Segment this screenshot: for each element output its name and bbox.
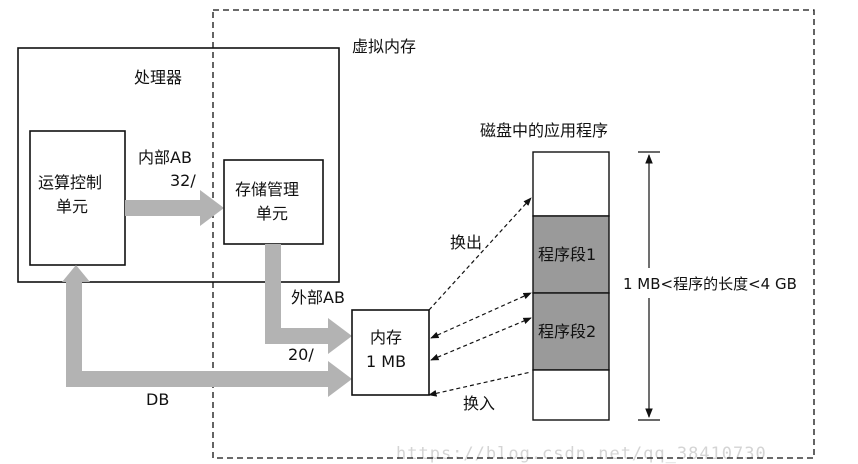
internal-ab-label: 内部AB bbox=[138, 148, 192, 167]
internal-ab-bus-arrow bbox=[125, 190, 224, 226]
memory-label-line1: 内存 bbox=[370, 328, 402, 347]
swap-out-label: 换出 bbox=[450, 233, 482, 252]
segment2-label: 程序段2 bbox=[538, 322, 596, 341]
watermark-text: https://blog.csdn.net/qq_38410730 bbox=[396, 444, 767, 464]
alu-cu-box bbox=[29, 130, 126, 266]
mmu-label-line1: 存储管理 bbox=[235, 180, 299, 199]
virtual-memory-label: 虚拟内存 bbox=[352, 37, 416, 56]
mmu-box bbox=[223, 159, 324, 245]
memory-box bbox=[351, 309, 430, 396]
external-ab-label: 外部AB bbox=[291, 288, 345, 307]
internal-ab-width-label: 32/ bbox=[170, 171, 196, 190]
processor-box bbox=[17, 47, 340, 283]
swap-out-arrow bbox=[428, 197, 532, 311]
disk-segment-top bbox=[532, 151, 610, 217]
virtual-memory-boundary bbox=[212, 9, 815, 459]
mmu-label-line2: 单元 bbox=[256, 204, 288, 223]
length-range-label: 1 MB<程序的长度<4 GB bbox=[623, 275, 797, 293]
segment2-exchange-arrow bbox=[430, 317, 532, 361]
db-label: DB bbox=[146, 390, 169, 409]
external-ab-width-label: 20/ bbox=[288, 345, 314, 364]
alu-cu-label-line2: 单元 bbox=[56, 197, 88, 216]
processor-label: 处理器 bbox=[134, 68, 182, 87]
segment1-exchange-arrow bbox=[430, 292, 532, 339]
disk-segment-bottom bbox=[532, 369, 610, 421]
external-ab-bus-arrow bbox=[265, 244, 352, 354]
disk-title: 磁盘中的应用程序 bbox=[480, 121, 608, 140]
swap-in-label: 换入 bbox=[463, 394, 495, 413]
alu-cu-label-line1: 运算控制 bbox=[38, 173, 102, 192]
swap-in-arrow bbox=[428, 371, 532, 397]
disk-segment-1 bbox=[532, 215, 610, 294]
memory-label-line2: 1 MB bbox=[366, 352, 406, 371]
segment1-label: 程序段1 bbox=[538, 245, 596, 264]
disk-segment-2 bbox=[532, 292, 610, 371]
data-bus-arrow bbox=[62, 265, 352, 397]
